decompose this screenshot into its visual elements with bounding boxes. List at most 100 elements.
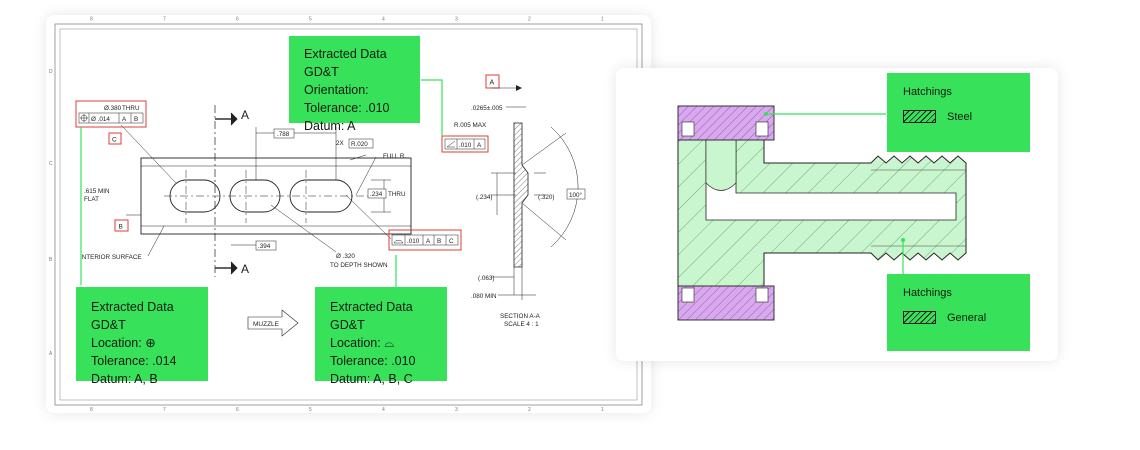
position-tolerance-frame: Ø.380 THRU Ø .014 A B C B: [75, 100, 147, 232]
hatching-legend-steel: Hatchings Steel: [887, 73, 1030, 152]
zone-letter: C: [49, 161, 53, 167]
section-marker-top: A: [241, 108, 249, 122]
profile-tol: .010: [407, 238, 420, 245]
angle-100: 100°: [569, 191, 583, 199]
pos-datum-2: B: [134, 116, 138, 123]
hatch-swatch-icon: [903, 311, 936, 324]
callout-line: Datum: A: [304, 119, 356, 133]
front-view-annotations: A A .788 2X R.020 FULL R. .234 THRU .615…: [80, 108, 406, 276]
zone-number: 7: [163, 407, 166, 413]
zone-number: 3: [455, 407, 458, 413]
zone-number: 2: [528, 17, 531, 23]
r020-label: R.020: [351, 141, 368, 148]
interior-surface-label: INTERIOR SURFACE: [80, 254, 142, 261]
zone-number: 5: [309, 407, 312, 413]
zone-letter: B: [49, 257, 53, 263]
part-outline: [140, 157, 412, 235]
pos-tol-dia: Ø .014: [91, 116, 110, 123]
slot-1: [169, 179, 221, 213]
callout-line: Datum: A, B, C: [330, 372, 413, 386]
min-080: .080 MIN: [471, 293, 497, 300]
callout-subtitle: GD&T: [330, 318, 365, 332]
two-x-label: 2X: [336, 140, 345, 147]
callout-location-left: Extracted Data GD&T Location: ⊕ Toleranc…: [76, 287, 208, 386]
hatch-label-steel: Steel: [947, 110, 973, 123]
dim-394: .394: [258, 243, 271, 250]
hatching-title: Hatchings: [903, 287, 952, 299]
dim-234: .234: [370, 191, 383, 198]
section-scale: SCALE 4 : 1: [504, 321, 539, 328]
zone-letter: D: [49, 69, 53, 75]
section-view: A .0265±.005 R.005 MAX .010 A: [441, 74, 586, 328]
zone-number: 8: [90, 407, 93, 413]
callout-title: Extracted Data: [330, 300, 413, 314]
muzzle-arrow: MUZZLE: [247, 309, 299, 337]
dim-0265: .0265±.005: [471, 105, 503, 112]
callout-orientation: Extracted Data GD&T Orientation: Toleran…: [289, 36, 420, 133]
section-canvas: [677, 105, 967, 321]
callout-location-right: Extracted Data GD&T Location: ⌓ Toleranc…: [315, 287, 447, 386]
callout-title: Extracted Data: [304, 47, 387, 61]
zone-number: 5: [309, 17, 312, 23]
profile-datum-1: A: [426, 238, 431, 245]
section-body: [513, 122, 529, 268]
hatch-swatch-icon: [903, 110, 936, 123]
muzzle-label: MUZZLE: [253, 321, 280, 328]
sec-320: (.320): [538, 194, 554, 201]
slot-2: [229, 179, 281, 213]
callout-subtitle: GD&T: [304, 65, 339, 79]
thru-label-2: THRU: [388, 191, 406, 198]
zone-number: 8: [90, 17, 93, 23]
zone-number: 4: [382, 17, 385, 23]
thru-word: THRU: [122, 105, 140, 112]
min-flat-line1: .615 MIN: [84, 188, 110, 195]
zone-number: 4: [382, 407, 385, 413]
callout-leaders: [80, 79, 443, 293]
to-depth-label: TO DEPTH SHOWN: [330, 262, 388, 269]
callout-line: Tolerance: .010: [304, 101, 390, 115]
callout-line: Tolerance: .010: [330, 354, 416, 368]
sec-234: (.234): [476, 194, 492, 201]
zone-number: 3: [455, 17, 458, 23]
dim-788: .788: [277, 131, 290, 138]
part-front-view: [120, 105, 412, 277]
callout-title: Extracted Data: [91, 300, 174, 314]
datum-c-box: [108, 132, 122, 145]
angularity-icon: [446, 140, 456, 148]
profile-datum-2: B: [437, 238, 441, 245]
profile-symbol-icon: [393, 239, 404, 244]
leader-orientation: [421, 79, 443, 136]
zone-number: 2: [528, 407, 531, 413]
slot-3: [289, 179, 353, 213]
r005-label: R.005 MAX: [454, 122, 487, 129]
profile-datum-3: C: [449, 238, 454, 245]
zone-number: 7: [163, 17, 166, 23]
callout-line: Tolerance: .014: [91, 354, 177, 368]
callout-line: Datum: A, B: [91, 372, 158, 386]
zone-number: 1: [601, 407, 604, 413]
section-marker-bottom: A: [241, 262, 249, 276]
callout-line: Location: ⊕: [91, 336, 156, 350]
hatching-legend-general: Hatchings General: [887, 274, 1030, 351]
zone-number: 6: [236, 17, 239, 23]
callout-line: Location: ⌓: [330, 336, 395, 350]
hatch-label-general: General: [947, 311, 987, 324]
angle-datum: A: [477, 142, 482, 149]
datum-a-flag: A: [490, 80, 495, 87]
callout-line: Orientation:: [304, 83, 369, 97]
zone-letter: A: [49, 351, 53, 357]
zone-number: 1: [601, 17, 604, 23]
hatching-title: Hatchings: [903, 86, 952, 98]
angle-tol: .010: [459, 142, 472, 149]
section-title: SECTION A-A: [500, 313, 541, 320]
callout-subtitle: GD&T: [91, 318, 126, 332]
datum-c: C: [112, 137, 117, 144]
zone-number: 6: [236, 407, 239, 413]
thru-dia: Ø.380: [104, 105, 122, 112]
profile-tolerance-frame: .010 A B C: [388, 229, 462, 251]
datum-b: B: [119, 224, 123, 231]
full-r-label: FULL R.: [383, 153, 406, 160]
dia-320-label: Ø .320: [336, 253, 355, 260]
datum-b-box: [114, 219, 129, 232]
pos-datum-1: A: [122, 116, 127, 123]
